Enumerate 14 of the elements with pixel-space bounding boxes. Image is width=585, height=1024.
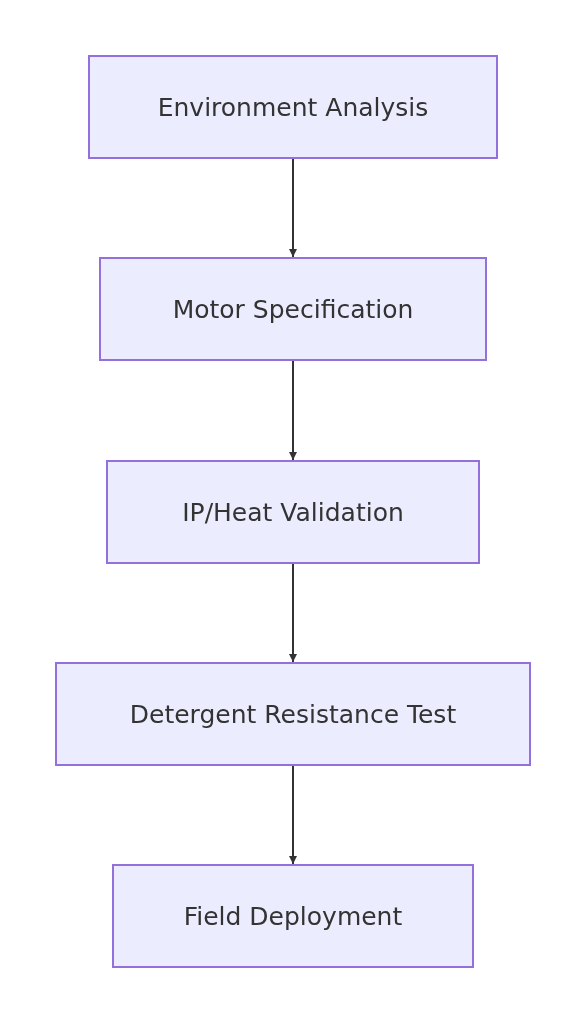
box-label: Motor Specification	[172, 294, 414, 324]
box-label: IP/Heat Validation	[182, 497, 404, 527]
process-box	[88, 55, 498, 159]
arrow	[289, 158, 297, 258]
arrow	[289, 360, 297, 461]
box-label: Detergent Resistance Test	[129, 699, 457, 729]
process-box	[106, 460, 480, 564]
box-label: Environment Analysis	[157, 92, 429, 122]
process-box	[112, 864, 474, 968]
box-label: Field Deployment	[183, 901, 403, 931]
arrow	[289, 563, 297, 663]
process-box	[55, 662, 531, 766]
arrow	[289, 765, 297, 865]
process-box	[99, 257, 487, 361]
